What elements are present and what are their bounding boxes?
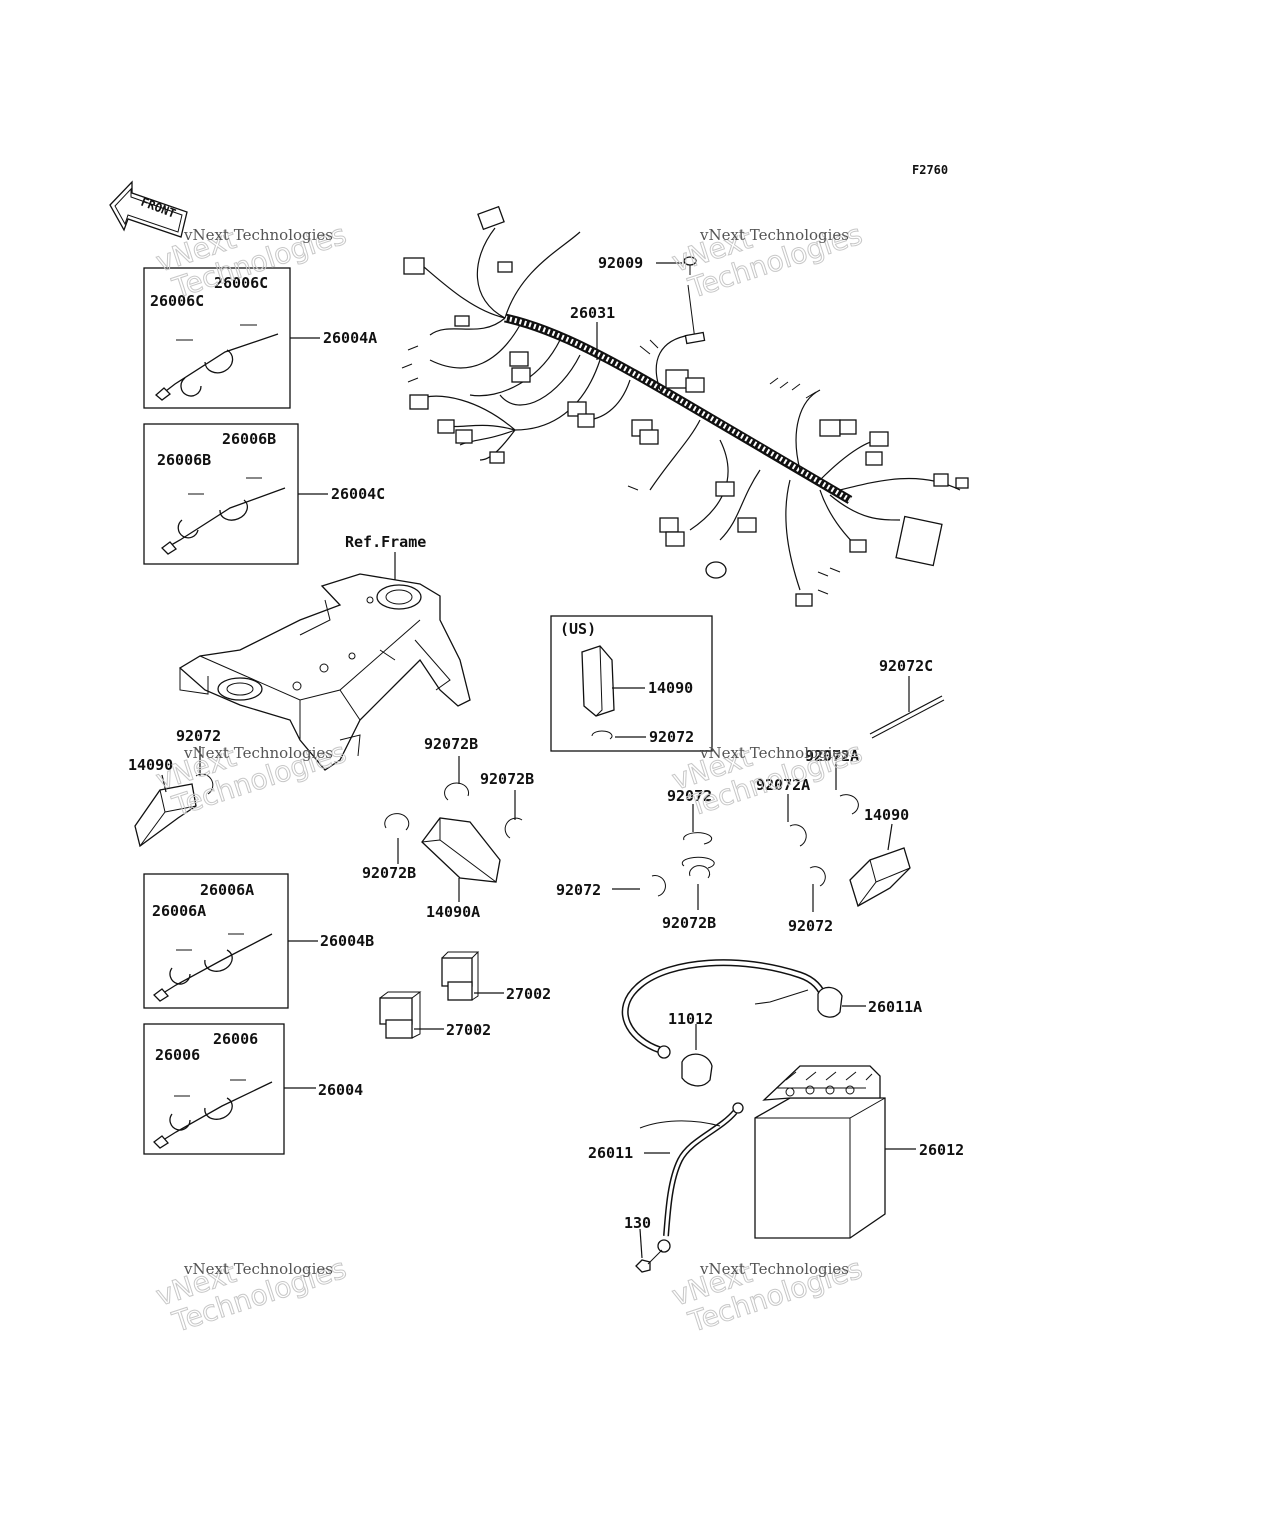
label-26006B-b: 26006B — [157, 451, 211, 469]
ref-frame-label: Ref.Frame — [345, 533, 426, 551]
label-14090-us: 14090 — [648, 679, 693, 697]
watermark-large-text: vNextTechnologies — [668, 189, 866, 307]
label-14090-left: 14090 — [128, 756, 173, 774]
label-26004C: 26004C — [331, 485, 385, 503]
frame-drawing — [178, 552, 471, 771]
label-92072-lower: 92072 — [556, 881, 601, 899]
label-14090A: 14090A — [426, 903, 480, 921]
label-26004: 26004 — [318, 1081, 363, 1099]
label-130: 130 — [624, 1214, 651, 1232]
harness-26004C-group — [143, 423, 328, 565]
label-26006-a: 26006 — [213, 1030, 258, 1048]
cover-14090A-group — [384, 756, 523, 902]
diagram-code: F2760 — [912, 163, 948, 177]
watermark-small-text: vNext Technologies — [699, 1260, 849, 1278]
label-92072B-lower: 92072B — [662, 914, 716, 932]
label-92072B-left: 92072B — [362, 864, 416, 882]
label-27002-b: 27002 — [446, 1021, 491, 1039]
harness-26004A-group — [143, 267, 320, 409]
label-92009: 92009 — [598, 254, 643, 272]
label-26006-b: 26006 — [155, 1046, 200, 1064]
harness-26004B-group — [143, 873, 318, 1009]
label-26004B: 26004B — [320, 932, 374, 950]
watermark-bottom-left: vNextTechnologies vNext Technologies — [151, 1223, 350, 1341]
label-26011: 26011 — [588, 1144, 633, 1162]
label-92072-left: 92072 — [176, 727, 221, 745]
bolt-130-icon — [635, 1228, 663, 1273]
watermark-top-right: vNextTechnologies vNext Technologies — [667, 189, 866, 307]
watermark-small-text: vNext Technologies — [699, 744, 849, 762]
label-92072-us: 92072 — [649, 728, 694, 746]
screw-92009-icon — [656, 256, 706, 345]
label-92072B-top: 92072B — [424, 735, 478, 753]
watermark-mid-right: vNextTechnologies vNext Technologies — [667, 707, 866, 825]
battery-26012 — [754, 1065, 916, 1239]
watermark-bottom-right: vNextTechnologies vNext Technologies — [667, 1223, 866, 1341]
watermark-small-text: vNext Technologies — [699, 226, 849, 244]
us-label: (US) — [560, 620, 596, 638]
label-14090-right: 14090 — [864, 806, 909, 824]
main-wiring-harness — [401, 205, 969, 607]
label-26004A: 26004A — [323, 329, 377, 347]
label-11012: 11012 — [668, 1010, 713, 1028]
watermark-small-text: vNext Technologies — [183, 1260, 333, 1278]
label-26011A: 26011A — [868, 998, 922, 1016]
watermark-large-text: vNextTechnologies — [152, 1223, 350, 1341]
cable-tie-92072C-icon — [869, 676, 945, 739]
watermark-small-text: vNext Technologies — [183, 226, 333, 244]
label-26012: 26012 — [919, 1141, 964, 1159]
watermark-large-text: vNextTechnologies — [668, 1223, 866, 1341]
clamps-92072-group — [612, 762, 859, 912]
us-variant-box — [550, 615, 713, 752]
label-26006A-a: 26006A — [200, 881, 254, 899]
watermark-large-text: vNextTechnologies — [668, 707, 866, 825]
label-92072-mid: 92072 — [667, 787, 712, 805]
battery-cable-26011 — [639, 1102, 744, 1253]
cover-14090-left — [134, 746, 214, 848]
label-26031: 26031 — [570, 304, 615, 322]
label-92072A-mid: 92072A — [756, 776, 810, 794]
front-arrow-icon: FRONT — [109, 180, 188, 238]
relay-27002-a — [441, 951, 504, 1001]
harness-26004-group — [143, 1023, 316, 1155]
watermark-small-text: vNext Technologies — [183, 744, 333, 762]
label-26006B-a: 26006B — [222, 430, 276, 448]
label-26006C-b: 26006C — [150, 292, 204, 310]
cover-14090-right — [849, 823, 911, 907]
label-92072A-top: 92072A — [805, 747, 859, 765]
label-26006C-a: 26006C — [214, 274, 268, 292]
label-92072-right: 92072 — [788, 917, 833, 935]
label-92072C: 92072C — [879, 657, 933, 675]
label-92072B-right: 92072B — [480, 770, 534, 788]
relay-27002-b — [379, 991, 444, 1039]
battery-cable-26011A — [621, 959, 866, 1087]
label-27002-a: 27002 — [506, 985, 551, 1003]
label-26006A-b: 26006A — [152, 902, 206, 920]
